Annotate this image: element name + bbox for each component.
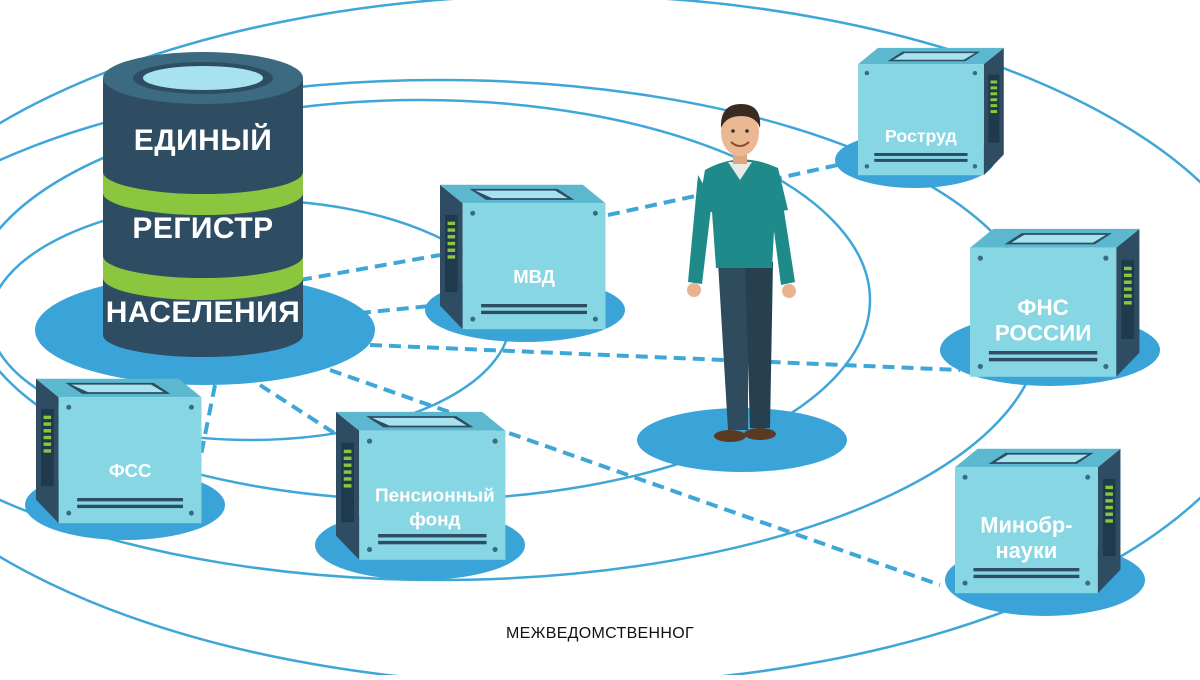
node-pension-label-1: Пенсионный xyxy=(375,485,495,506)
node-rostrud-label: Роструд xyxy=(885,126,957,146)
node-fns-label-2: РОССИИ xyxy=(995,321,1091,346)
connector-minobrnauki xyxy=(329,368,941,587)
node-fns-label-1: ФНС xyxy=(1017,295,1068,320)
connector-mvd xyxy=(299,253,441,282)
node-fss-label: ФСС xyxy=(109,460,151,481)
node-minobrnauki-label-2: науки xyxy=(995,538,1057,563)
connector-fss xyxy=(198,384,217,461)
node-mvd: МВД xyxy=(440,184,606,330)
node-minobrnauki: Минобр- науки xyxy=(955,448,1121,594)
node-fns: ФНС РОССИИ xyxy=(970,228,1140,377)
db-label-line2: РЕГИСТР xyxy=(132,212,273,245)
connections xyxy=(198,158,961,587)
node-rostrud: Роструд xyxy=(858,47,1004,176)
node-mvd-label: МВД xyxy=(513,266,555,287)
connector-mvd-person xyxy=(607,193,701,217)
caption-text: МЕЖВЕДОМСТВЕННОГ xyxy=(506,625,694,642)
database-registry: ЕДИНЫЙ РЕГИСТР НАСЕЛЕНИЯ xyxy=(103,52,303,357)
node-pension: Пенсионный фонд xyxy=(336,411,506,560)
connector-mvd-lower xyxy=(339,303,441,317)
connector-pension xyxy=(258,383,347,442)
connector-fns xyxy=(369,343,961,372)
db-label-line1: ЕДИНЫЙ xyxy=(134,123,273,157)
node-minobrnauki-label-1: Минобр- xyxy=(980,513,1072,538)
db-label-line3: НАСЕЛЕНИЯ xyxy=(106,296,301,329)
node-fss: ФСС xyxy=(36,378,202,524)
node-pension-label-2: фонд xyxy=(409,509,460,530)
person-figure xyxy=(687,104,796,442)
